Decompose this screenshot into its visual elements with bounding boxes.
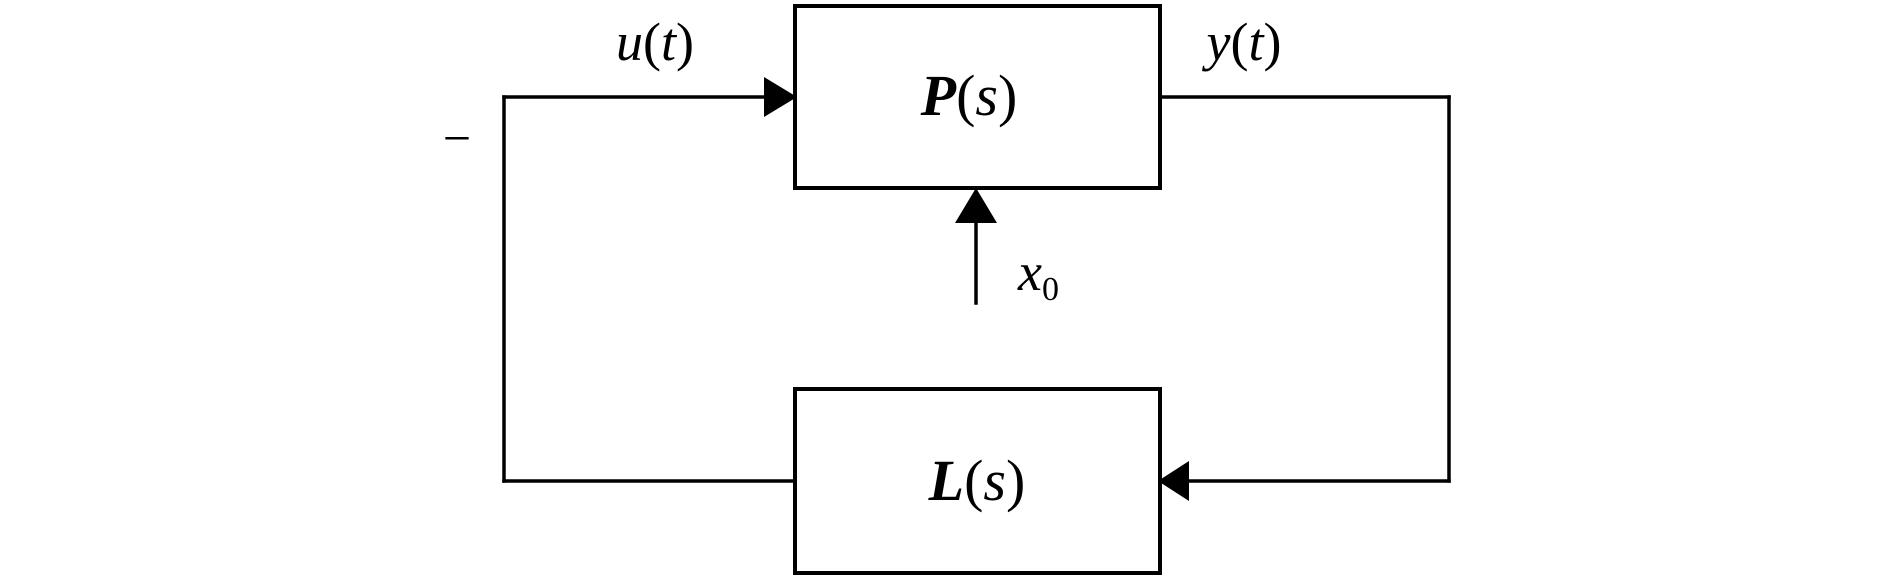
input-wire — [502, 77, 797, 117]
plant-block: P(s) — [793, 4, 1162, 190]
output-wire — [1158, 95, 1451, 483]
feedback-wire — [502, 95, 797, 483]
controller-label: L(s) — [928, 448, 1026, 513]
output-signal-label: y(t) — [1202, 12, 1282, 72]
input-arrow — [764, 77, 797, 117]
controller-input-arrow — [1158, 461, 1189, 501]
initial-state-arrow — [955, 188, 997, 223]
input-signal-label: u(t) — [616, 12, 694, 72]
initial-state-label: x0 — [1017, 242, 1059, 308]
controller-block: L(s) — [793, 387, 1162, 575]
feedback-sign: − — [443, 110, 471, 166]
initial-state-wire — [955, 188, 997, 305]
controller-input-wire — [1158, 461, 1451, 501]
plant-label: P(s) — [920, 63, 1018, 128]
